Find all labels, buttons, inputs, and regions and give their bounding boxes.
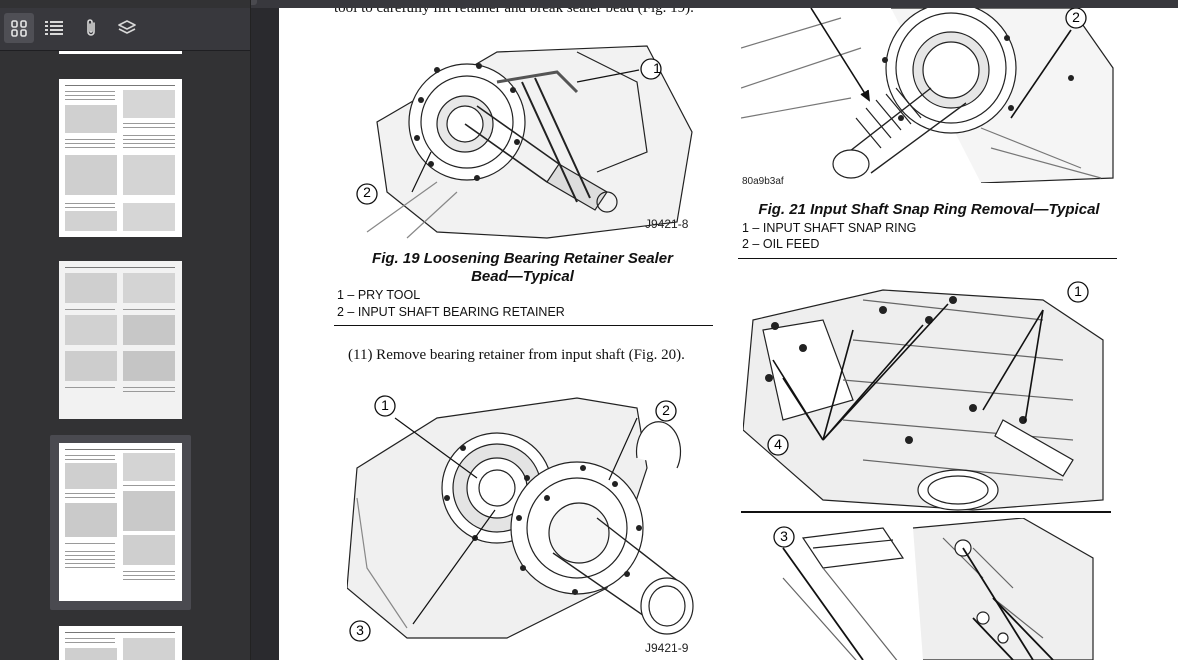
thumbnails-button[interactable] <box>4 13 34 43</box>
fig20-callout-3: 3 <box>356 622 364 638</box>
outline-button[interactable] <box>39 13 69 43</box>
layers-button[interactable] <box>112 13 142 43</box>
callout-circle <box>655 400 677 422</box>
sidebar <box>0 0 251 660</box>
list-icon <box>45 21 63 35</box>
intro-paragraph: tool to carefully lift retainer and brea… <box>334 8 694 16</box>
fig19-legend-1: 1 – PRY TOOL <box>337 288 421 302</box>
layers-icon <box>118 20 136 34</box>
fig21-rule <box>738 258 1117 259</box>
grid-icon <box>11 20 27 37</box>
figure-21-illustration <box>741 8 1114 183</box>
page-thumbnail[interactable] <box>59 626 182 660</box>
fig21-caption: Fig. 21 Input Shaft Snap Ring Removal—Ty… <box>758 201 1100 218</box>
callout-circle <box>349 620 371 642</box>
pdf-page: tool to carefully lift retainer and brea… <box>279 8 1178 660</box>
fig21-legend-2: 2 – OIL FEED <box>742 237 820 251</box>
page-thumbnail[interactable] <box>59 79 182 237</box>
fig22-divider <box>741 511 1111 513</box>
paperclip-icon <box>87 19 95 36</box>
page-thumbnail-selected[interactable] <box>59 443 182 601</box>
callout-circle <box>374 395 396 417</box>
callout-circle <box>1067 281 1089 303</box>
figure-19-illustration <box>366 45 693 239</box>
fig19-callout-2: 2 <box>363 184 371 200</box>
fig20-code: J9421-9 <box>645 641 689 655</box>
fig22-callout-4: 4 <box>774 436 782 452</box>
attachments-button[interactable] <box>76 13 106 43</box>
fig20-callout-1: 1 <box>381 397 389 413</box>
fig19-caption-line1: Fig. 19 Loosening Bearing Retainer Seale… <box>372 250 673 267</box>
thumbnail-list[interactable] <box>0 51 250 660</box>
page-thumbnail[interactable] <box>59 51 182 54</box>
callout-circle <box>356 183 378 205</box>
fig23-callout-3: 3 <box>780 528 788 544</box>
fig22-callout-1: 1 <box>1074 283 1082 299</box>
callout-circle <box>1065 8 1087 29</box>
figure-22-illustration <box>743 289 1104 511</box>
fig20-callout-2: 2 <box>662 402 670 418</box>
fig19-rule <box>334 325 713 326</box>
sidebar-toolbar <box>0 8 250 51</box>
figure-23-illustration <box>782 518 1094 660</box>
figure-20-illustration <box>347 397 694 639</box>
fig21-code: 80a9b3af <box>742 176 784 187</box>
fig21-legend-1: 1 – INPUT SHAFT SNAP RING <box>742 221 917 235</box>
callout-circle <box>767 434 789 456</box>
step-11-paragraph: (11) Remove bearing retainer from input … <box>348 347 685 363</box>
page-thumbnail[interactable] <box>59 261 182 419</box>
fig19-legend-2: 2 – INPUT SHAFT BEARING RETAINER <box>337 305 565 319</box>
fig19-code: J9421-8 <box>645 217 689 231</box>
fig19-callout-1: 1 <box>653 60 661 76</box>
callout-circle <box>773 526 795 548</box>
fig19-caption-line2: Bead—Typical <box>471 268 574 285</box>
fig21-callout-2: 2 <box>1072 9 1080 25</box>
